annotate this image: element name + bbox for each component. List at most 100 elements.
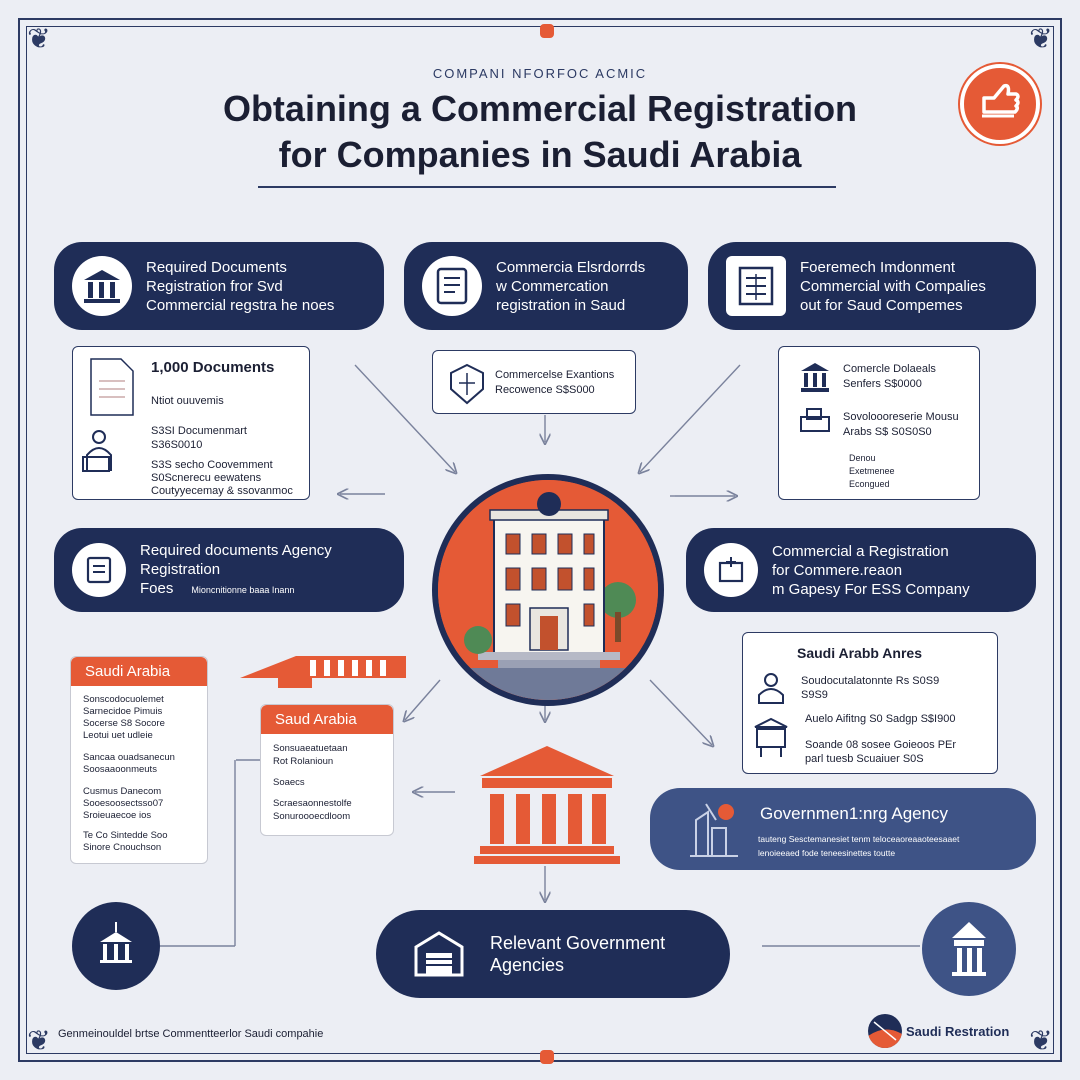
card-subheading: Ntiot ouuvemis (151, 395, 224, 407)
footer-text: Genmeinouldel brtse Commentteerlor Saudi… (58, 1028, 324, 1040)
card-saudi-arab-annexes: Saudi Arabb Anres Soudocutalatonnte Rs S… (742, 632, 998, 774)
pill-line: out for Saud Compemes (800, 296, 963, 314)
right-bank-circle (922, 902, 1016, 996)
hand-logo-icon (960, 64, 1040, 144)
title-line-1: Obtaining a Commercial Registration (222, 88, 858, 129)
form-icon (726, 256, 786, 316)
pill-line: Foeremech Imdonment (800, 258, 956, 276)
card-line: Sroieuaecoe ios (83, 810, 152, 821)
government-temple-icon (474, 746, 620, 864)
footer-brand: Saudi Restration (906, 1024, 1010, 1039)
card-line: Sonsuaeatuetaan (273, 743, 348, 754)
tall-building-icon (952, 922, 986, 976)
ministry-building-illustration (438, 480, 658, 700)
orange-building-banner-icon (240, 656, 406, 688)
card-line: Econgued (849, 479, 890, 489)
pill-line: Commercia Elsrdorrds (496, 258, 646, 276)
card-line: Sooesoosectsso07 (83, 798, 164, 809)
card-line: Sinore Cnouchson (83, 842, 162, 853)
card-line: Sovoloooreserie Mousu (843, 411, 959, 423)
card-line: Cusmus Danecom (83, 786, 162, 797)
building-icon (72, 256, 132, 316)
card-line: Arabs S$ S0S0S0 (843, 426, 932, 438)
pill-line: Registration (140, 560, 221, 578)
card-line: Te Co Sintedde Soo (83, 830, 168, 841)
pill-commercial-registration[interactable]: Commercial a Registration for Commere.re… (686, 528, 1036, 612)
card-line: Leotui uet udleie (83, 730, 153, 741)
card-line: S0Scnerecu eewatens (151, 472, 262, 484)
corner-ornament-icon: ❦ (1029, 1024, 1053, 1057)
central-building-circle (432, 474, 664, 706)
globe-logo-icon (868, 1014, 902, 1048)
card-line: Rot Rolanioun (273, 756, 334, 767)
gov-agency-line: lenoieeaed fode teneesinettes toutte (758, 848, 896, 858)
card-exemptions: Commercelse Exantions Recowence S$S000 (432, 350, 636, 414)
register-icon (704, 543, 758, 597)
pill-line: w Commercation (496, 277, 609, 295)
card-heading: Saudi Arabb Anres (797, 645, 922, 661)
corner-ornament-icon: ❦ (27, 22, 51, 55)
card-line: Socerse S8 Socore (83, 718, 165, 729)
corner-ornament-icon: ❦ (27, 1024, 51, 1057)
kiosk-icon (754, 717, 788, 757)
card-line: Exetmenee (849, 466, 895, 476)
pill-required-documents[interactable]: Required Documents Registration fror Svd… (54, 242, 384, 330)
card-line: Soudocutalatonnte Rs S0S9 (801, 675, 940, 687)
card-saudi-arabia-left: Saudi Arabia Sonscodocuolemet Sarnecidoe… (70, 656, 208, 864)
bottom-ornament-dot (540, 1050, 554, 1064)
pill-line: Required Documents (146, 258, 287, 276)
card-line: Sonuroooecdloom (273, 811, 351, 822)
pill-line: Commercial a Registration (772, 542, 949, 560)
card-line: Senfers S$0000 (843, 378, 922, 390)
pill-sub-text: Mioncnitionne baaa Inann (191, 584, 295, 595)
folder-icon (72, 543, 126, 597)
pill-government-agency[interactable]: Governmen1:nrg Agency tauteng Sesctemane… (650, 788, 1036, 870)
pill-line: Commercial with Compalies (800, 277, 986, 295)
paper-doc-icon (90, 358, 134, 416)
desk-icon (800, 408, 830, 432)
pill-line: for Commere.reaon (772, 561, 903, 579)
card-heading: 1,000 Documents (151, 359, 275, 376)
left-bank-circle (72, 902, 160, 990)
gov-agency-title: Governmen1:nrg Agency (760, 804, 949, 823)
card-line: parl tuesb Scuaiuer S0S (805, 753, 924, 765)
card-line: Soaecs (273, 777, 305, 788)
person-desk-icon (82, 430, 112, 472)
eyebrow-text: COMPANI NFORFOC ACMIC (432, 66, 648, 81)
pill-foreign-investment[interactable]: Foeremech Imdonment Commercial with Comp… (708, 242, 1036, 330)
hand-icon (982, 83, 1020, 118)
card-line: Denou (849, 453, 876, 463)
document-icon (422, 256, 482, 316)
page-title: Obtaining a Commercial Registration for … (140, 86, 940, 178)
card-line: Commercelse Exantions (495, 369, 615, 381)
pill-commercial-standards[interactable]: Commercia Elsrdorrds w Commercation regi… (404, 242, 688, 330)
corner-ornament-icon: ❦ (1029, 22, 1053, 55)
tower-icon (690, 803, 738, 857)
card-line: Soande 08 sosee Goieoos PEr (805, 739, 957, 751)
card-line: Coutyyecemay & ssovanmoc (151, 485, 293, 497)
card-line: S9S9 (801, 689, 828, 701)
gov-agency-line: tauteng Sesctemanesiet tenm teloceaoreaa… (758, 834, 960, 844)
card-line: Scraesaonnestolfe (273, 798, 352, 809)
pill-relevant-government-agencies[interactable]: Relevant Government Agencies (376, 910, 730, 998)
card-line: Auelo Aifitng S0 Sadgp S$I900 (805, 713, 956, 725)
pill-line: registration in Saud (496, 296, 626, 314)
card-line: Sonscodocuolemet (83, 694, 164, 705)
title-line-2: for Companies in Saudi Arabia (278, 134, 802, 175)
card-tag: Saud Arabia (261, 705, 393, 734)
bottom-pill-line-2: Agencies (490, 955, 565, 975)
top-ornament-dot (540, 24, 554, 38)
card-tag: Saudi Arabia (71, 657, 207, 686)
card-line: Comercle Dolaeals (843, 363, 936, 375)
card-line: Recowence S$S000 (495, 384, 595, 396)
pill-agency-registration[interactable]: Required documents Agency Registration F… (54, 528, 404, 612)
small-bank-icon (100, 922, 132, 963)
pill-line: Required documents Agency (140, 541, 332, 559)
card-line: Soosaaoonmeuts (83, 764, 157, 775)
card-line: S36S0010 (151, 439, 203, 451)
card-line: Sancaa ouadsanecun (83, 752, 175, 763)
title-divider (258, 186, 836, 188)
card-documents: 1,000 Documents Ntiot ouuvemis S3SI Docu… (72, 346, 310, 500)
pill-line: Registration fror Svd (146, 277, 283, 295)
